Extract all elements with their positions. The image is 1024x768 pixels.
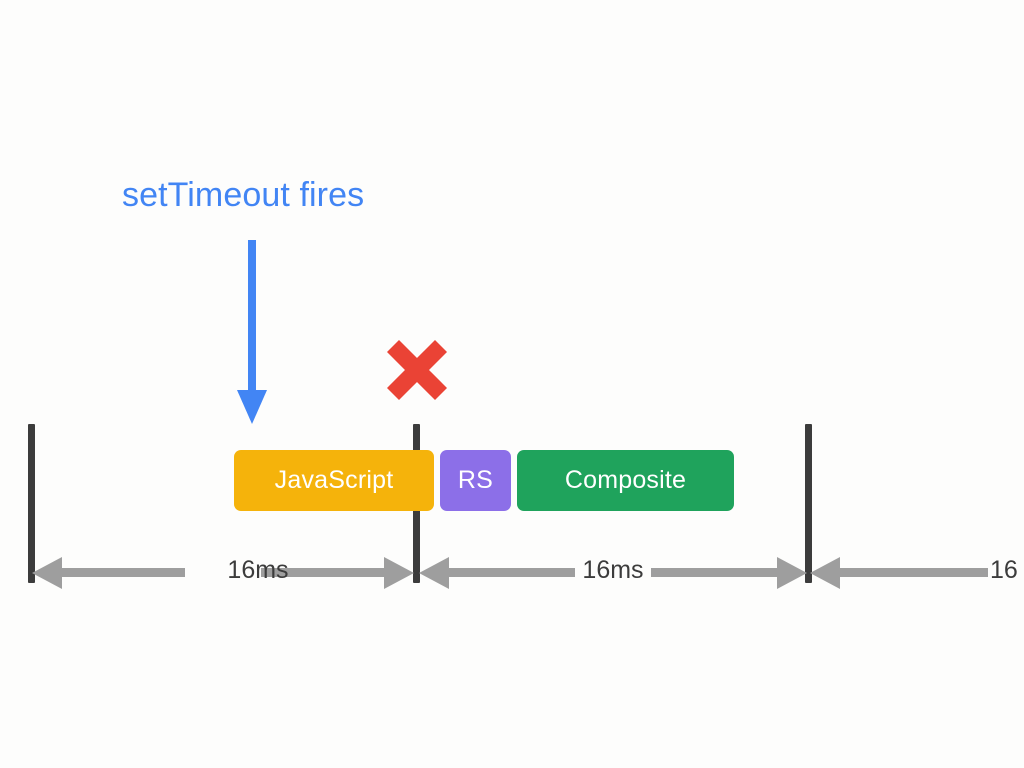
- interval-arrow-1: [32, 552, 414, 594]
- interval-arrow-3: [810, 552, 1024, 594]
- interval-label-3: 16: [990, 556, 1018, 584]
- interval-arrow-2: [419, 552, 807, 594]
- bar-composite: Composite: [517, 450, 734, 511]
- bar-rs: RS: [440, 450, 511, 511]
- frame-boundary-tick-1: [28, 424, 35, 583]
- frame-boundary-tick-3: [805, 424, 812, 583]
- settimeout-annotation-label: setTimeout fires: [122, 176, 365, 214]
- settimeout-pointer-arrow: [232, 240, 272, 426]
- bar-javascript: JavaScript: [234, 450, 434, 511]
- interval-label-2: 16ms: [582, 556, 644, 584]
- interval-label-1: 16ms: [227, 556, 289, 584]
- missed-frame-x-icon: [383, 336, 451, 404]
